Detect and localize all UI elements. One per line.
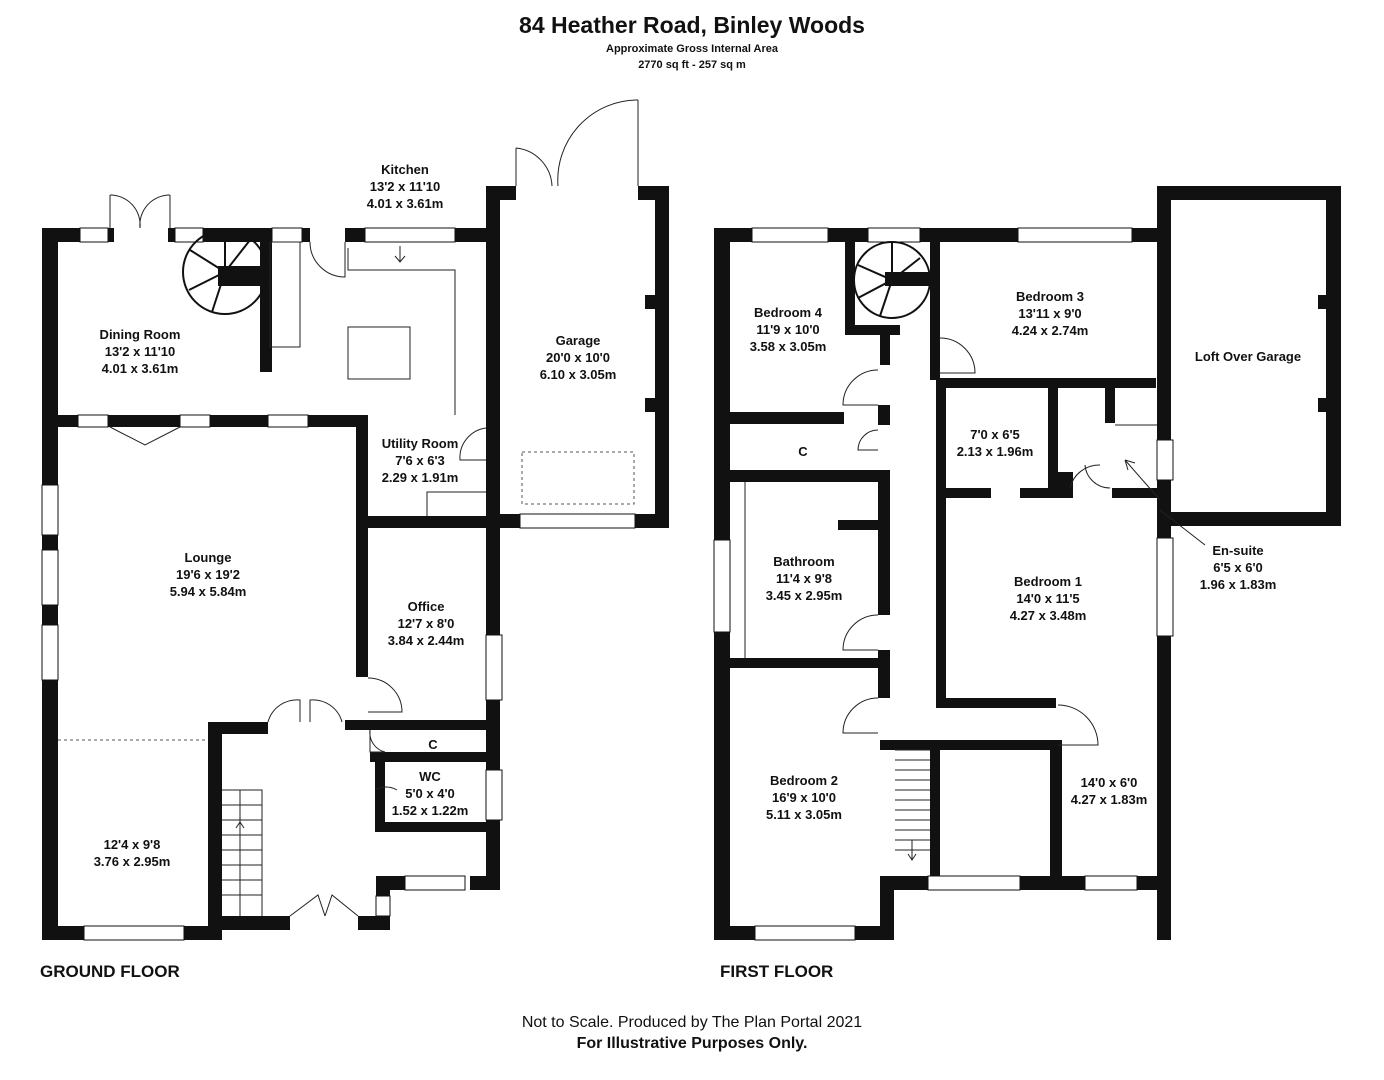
ground-cupboard-label: C bbox=[428, 736, 437, 753]
dining-room-name: Dining Room bbox=[99, 327, 181, 342]
dining-room-metric: 4.01 x 3.61m bbox=[101, 361, 179, 376]
first-floor-fixtures bbox=[744, 241, 931, 861]
lounge-extension-label: 12'4 x 9'8 3.76 x 2.95m bbox=[94, 836, 171, 870]
bathroom-metric: 3.45 x 2.95m bbox=[765, 588, 843, 603]
lounge-extension-imperial: 12'4 x 9'8 bbox=[103, 837, 161, 852]
room-14x6-label: 14'0 x 6'0 4.27 x 1.83m bbox=[1071, 774, 1148, 808]
bedroom-4-name: Bedroom 4 bbox=[754, 305, 822, 320]
ground-floor-label: GROUND FLOOR bbox=[40, 962, 180, 981]
utility-room-imperial: 7'6 x 6'3 bbox=[395, 453, 445, 468]
first-cupboard-label: C bbox=[798, 443, 807, 460]
bathroom-imperial: 11'4 x 9'8 bbox=[775, 571, 833, 586]
first-cupboard-name: C bbox=[798, 444, 808, 459]
en-suite-imperial: 6'5 x 6'0 bbox=[1213, 560, 1263, 575]
loft-name: Loft Over Garage bbox=[1194, 349, 1302, 364]
lounge-extension-metric: 3.76 x 2.95m bbox=[93, 854, 171, 869]
bedroom-3-label: Bedroom 3 13'11 x 9'0 4.24 x 2.74m bbox=[1012, 288, 1089, 339]
en-suite-name: En-suite bbox=[1212, 543, 1264, 558]
loft-label: Loft Over Garage bbox=[1195, 348, 1301, 365]
bedroom-1-metric: 4.27 x 3.48m bbox=[1009, 608, 1087, 623]
utility-room-name: Utility Room bbox=[381, 436, 459, 451]
en-suite-label: En-suite 6'5 x 6'0 1.96 x 1.83m bbox=[1200, 542, 1277, 593]
dining-room-label: Dining Room 13'2 x 11'10 4.01 x 3.61m bbox=[100, 326, 181, 377]
ground-floor-windows bbox=[41, 227, 636, 941]
first-floor-windows bbox=[713, 227, 1174, 941]
area-value: 2770 sq ft - 257 sq m bbox=[638, 59, 746, 71]
bedroom-1-imperial: 14'0 x 11'5 bbox=[1016, 591, 1080, 606]
garage-imperial: 20'0 x 10'0 bbox=[545, 350, 611, 365]
bedroom-4-imperial: 11'9 x 10'0 bbox=[756, 322, 820, 337]
lounge-metric: 5.94 x 5.84m bbox=[169, 584, 247, 599]
office-name: Office bbox=[407, 599, 445, 614]
office-label: Office 12'7 x 8'0 3.84 x 2.44m bbox=[388, 598, 465, 649]
utility-room-label: Utility Room 7'6 x 6'3 2.29 x 1.91m bbox=[382, 435, 459, 486]
office-metric: 3.84 x 2.44m bbox=[387, 633, 465, 648]
garage-name: Garage bbox=[555, 333, 601, 348]
wc-metric: 1.52 x 1.22m bbox=[391, 803, 469, 818]
room-14x6-metric: 4.27 x 1.83m bbox=[1070, 792, 1148, 807]
bedroom-4-label: Bedroom 4 11'9 x 10'0 3.58 x 3.05m bbox=[750, 304, 827, 355]
ground-floor-walls bbox=[42, 186, 669, 940]
kitchen-label: Kitchen 13'2 x 11'10 4.01 x 3.61m bbox=[367, 161, 444, 212]
dining-room-imperial: 13'2 x 11'10 bbox=[104, 344, 176, 359]
garage-metric: 6.10 x 3.05m bbox=[539, 367, 617, 382]
lounge-label: Lounge 19'6 x 19'2 5.94 x 5.84m bbox=[170, 549, 247, 600]
first-floor-label: FIRST FLOOR bbox=[720, 962, 834, 981]
area-caption: Approximate Gross Internal Area bbox=[606, 43, 778, 55]
lounge-name: Lounge bbox=[184, 550, 232, 565]
bedroom-4-metric: 3.58 x 3.05m bbox=[749, 339, 827, 354]
garage-label: Garage 20'0 x 10'0 6.10 x 3.05m bbox=[540, 332, 617, 383]
dressing-room-metric: 2.13 x 1.96m bbox=[956, 444, 1034, 459]
bedroom-2-metric: 5.11 x 3.05m bbox=[766, 807, 842, 822]
disclaimer: For Illustrative Purposes Only. bbox=[576, 1035, 808, 1052]
bedroom-2-label: Bedroom 2 16'9 x 10'0 5.11 x 3.05m bbox=[766, 772, 842, 823]
ground-cupboard-name: C bbox=[428, 737, 438, 752]
lounge-imperial: 19'6 x 19'2 bbox=[175, 567, 241, 582]
bedroom-2-imperial: 16'9 x 10'0 bbox=[771, 790, 837, 805]
first-floor-doors bbox=[842, 337, 1206, 746]
bedroom-3-metric: 4.24 x 2.74m bbox=[1011, 323, 1089, 338]
bedroom-1-label: Bedroom 1 14'0 x 11'5 4.27 x 3.48m bbox=[1010, 573, 1087, 624]
ground-floor-doors bbox=[109, 99, 639, 917]
dressing-room-imperial: 7'0 x 6'5 bbox=[970, 427, 1020, 442]
scale-note: Not to Scale. Produced by The Plan Porta… bbox=[521, 1014, 863, 1031]
office-imperial: 12'7 x 8'0 bbox=[397, 616, 455, 631]
kitchen-name: Kitchen bbox=[381, 162, 429, 177]
bedroom-3-name: Bedroom 3 bbox=[1016, 289, 1084, 304]
bedroom-2-name: Bedroom 2 bbox=[770, 773, 838, 788]
dressing-room-label: 7'0 x 6'5 2.13 x 1.96m bbox=[957, 426, 1034, 460]
en-suite-metric: 1.96 x 1.83m bbox=[1199, 577, 1277, 592]
kitchen-imperial: 13'2 x 11'10 bbox=[369, 179, 441, 194]
bathroom-label: Bathroom 11'4 x 9'8 3.45 x 2.95m bbox=[766, 553, 843, 604]
room-14x6-imperial: 14'0 x 6'0 bbox=[1080, 775, 1138, 790]
bathroom-name: Bathroom bbox=[773, 554, 835, 569]
wc-name: WC bbox=[419, 769, 441, 784]
ground-floor-fixtures bbox=[58, 229, 635, 916]
bedroom-3-imperial: 13'11 x 9'0 bbox=[1018, 306, 1082, 321]
bedroom-1-name: Bedroom 1 bbox=[1014, 574, 1082, 589]
utility-room-metric: 2.29 x 1.91m bbox=[381, 470, 459, 485]
wc-label: WC 5'0 x 4'0 1.52 x 1.22m bbox=[392, 768, 469, 819]
kitchen-metric: 4.01 x 3.61m bbox=[366, 196, 444, 211]
wc-imperial: 5'0 x 4'0 bbox=[405, 786, 455, 801]
plan-title: 84 Heather Road, Binley Woods bbox=[519, 12, 865, 38]
